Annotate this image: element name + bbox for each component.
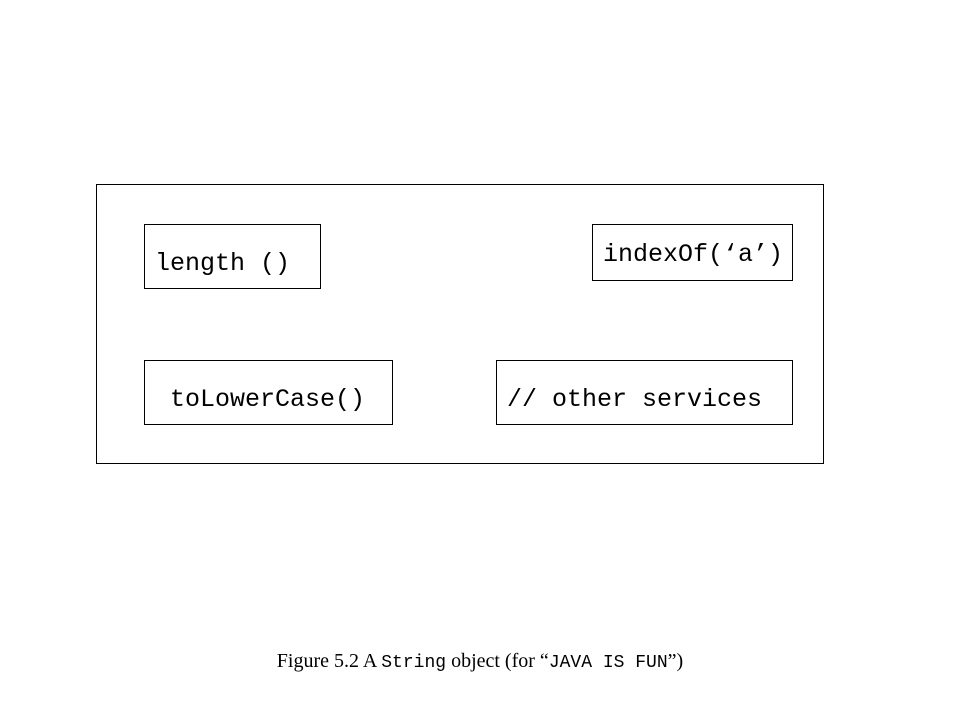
figure-caption: Figure 5.2 A String object (for “JAVA IS… [0,650,960,673]
method-box-indexof: indexOf(‘a’) [592,224,793,281]
method-label-tolowercase: toLowerCase() [170,385,366,414]
method-label-length: length () [155,249,291,278]
method-box-other-services: // other services [496,360,793,425]
caption-class-name: String [381,653,447,673]
caption-middle: object (for [446,650,540,672]
method-label-indexof: indexOf(‘a’) [603,240,784,269]
caption-prefix: Figure 5.2 A [276,650,382,672]
string-object-box [96,184,824,464]
caption-close-quote: ” [667,650,677,672]
method-label-other-services: // other services [507,385,763,414]
method-box-length: length () [144,224,321,289]
caption-value: JAVA IS FUN [548,653,668,673]
caption-open-quote: “ [539,650,549,672]
method-box-tolowercase: toLowerCase() [144,360,393,425]
caption-suffix: ) [676,650,684,672]
